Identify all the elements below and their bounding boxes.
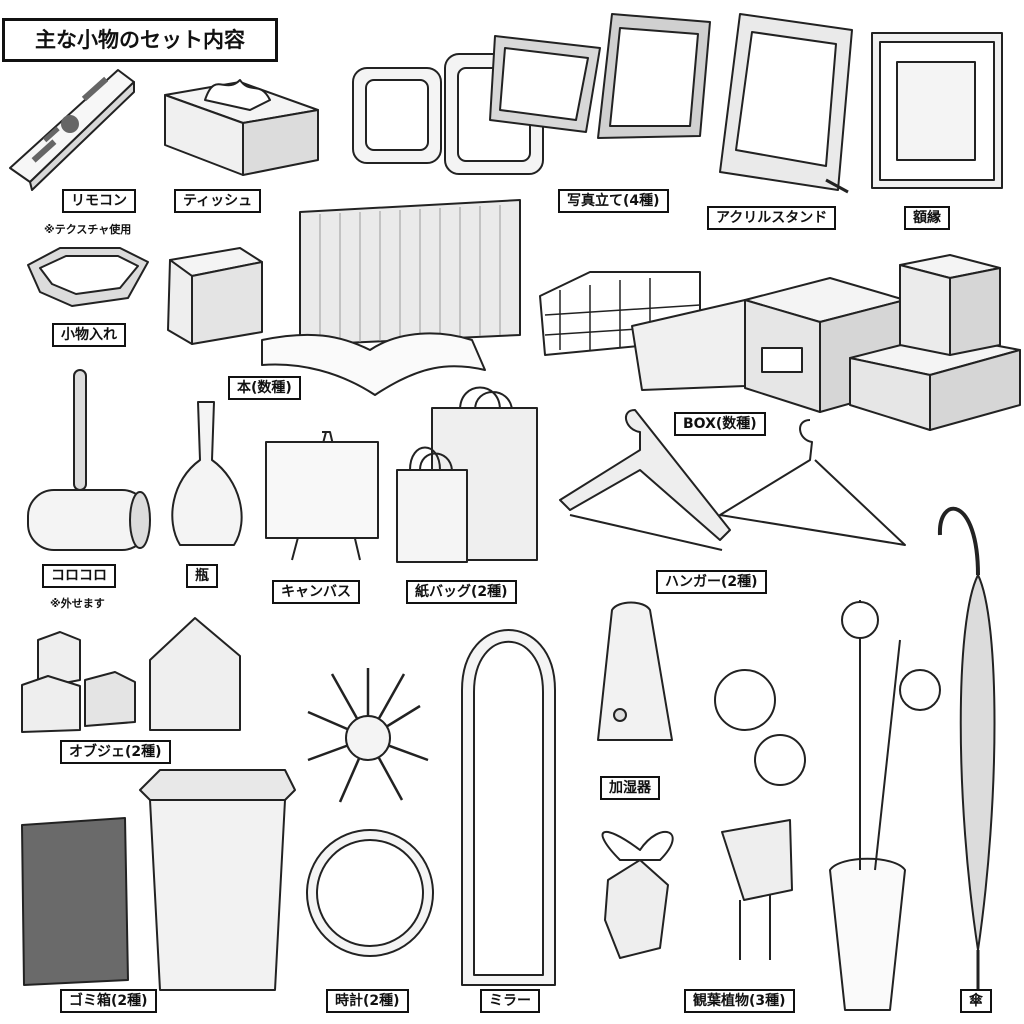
label-frame: 額縁 bbox=[904, 206, 950, 230]
picture-frame bbox=[871, 32, 1003, 189]
label-humidifier: 加湿器 bbox=[600, 776, 660, 800]
label-acrylic-stand: アクリルスタンド bbox=[707, 206, 837, 230]
label-vase: 瓶 bbox=[186, 564, 218, 588]
round-clock bbox=[306, 829, 434, 957]
umbrella bbox=[937, 506, 996, 990]
label-mirror: ミラー bbox=[480, 989, 540, 1013]
label-plants: 観葉植物(3種) bbox=[684, 989, 795, 1013]
books bbox=[167, 199, 521, 396]
vase bbox=[171, 401, 243, 546]
humidifier bbox=[597, 601, 673, 741]
objets bbox=[21, 617, 241, 733]
small-tray bbox=[27, 247, 149, 307]
label-tray: 小物入れ bbox=[52, 323, 126, 347]
label-box: BOX(数種) bbox=[674, 412, 766, 436]
label-trash: ゴミ箱(2種) bbox=[60, 989, 157, 1013]
page-title: 主な小物のセット内容 bbox=[2, 18, 278, 62]
acrylic-stand bbox=[719, 13, 853, 194]
mirror bbox=[461, 629, 556, 986]
photo-frames bbox=[352, 13, 711, 175]
label-paper-bag: 紙バッグ(2種) bbox=[406, 580, 517, 604]
label-objet: オブジェ(2種) bbox=[60, 740, 171, 764]
label-books: 本(数種) bbox=[228, 376, 301, 400]
easel-canvas bbox=[265, 431, 379, 561]
plants bbox=[601, 600, 941, 1011]
storage-boxes bbox=[539, 254, 1021, 431]
note-remote: ※テクスチャ使用 bbox=[44, 223, 132, 236]
label-tissue: ティッシュ bbox=[174, 189, 262, 213]
label-roller: コロコロ bbox=[42, 564, 116, 588]
trash-cans bbox=[21, 769, 296, 991]
label-canvas: キャンバス bbox=[272, 580, 360, 604]
lint-roller bbox=[27, 369, 151, 551]
label-hanger: ハンガー(2種) bbox=[656, 570, 767, 594]
paper-bags bbox=[396, 386, 538, 563]
note-roller: ※外せます bbox=[50, 597, 105, 610]
label-umbrella: 傘 bbox=[960, 989, 992, 1013]
remote-control bbox=[9, 69, 135, 191]
hangers bbox=[559, 409, 906, 551]
tissue-box bbox=[164, 79, 319, 176]
label-photo-frames: 写真立て(4種) bbox=[558, 189, 669, 213]
sunburst-clock bbox=[307, 668, 429, 803]
label-clock: 時計(2種) bbox=[326, 989, 409, 1013]
label-remote: リモコン bbox=[62, 189, 136, 213]
